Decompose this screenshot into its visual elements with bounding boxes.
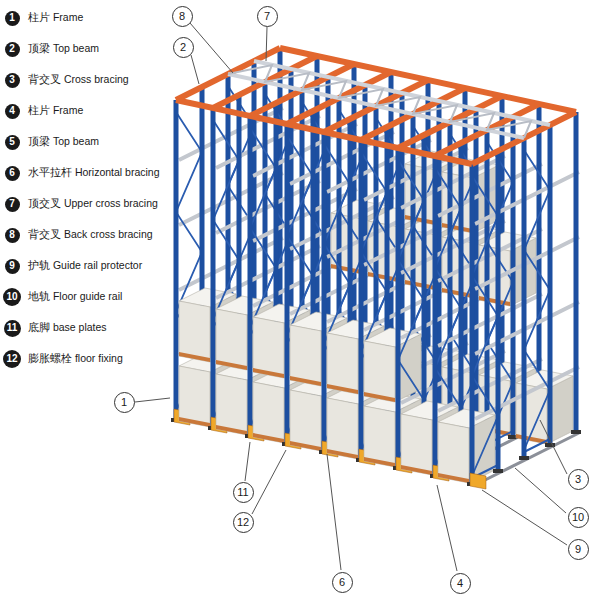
key-number: 6 bbox=[5, 166, 20, 181]
number-text: 3 bbox=[575, 474, 581, 485]
number-text: 10 bbox=[6, 292, 17, 302]
leader-line bbox=[437, 485, 457, 571]
callout-number: 2 bbox=[173, 37, 194, 58]
leader-line bbox=[190, 23, 233, 73]
callout-number: 12 bbox=[233, 512, 254, 533]
callout-number: 11 bbox=[233, 482, 254, 503]
number-text: 1 bbox=[9, 13, 15, 23]
number-text: 7 bbox=[264, 11, 270, 22]
part-name: 护轨 Guide rail protector bbox=[26, 259, 144, 272]
number-text: 8 bbox=[179, 11, 185, 22]
callout-number: 9 bbox=[568, 539, 589, 560]
key-number: 11 bbox=[4, 320, 21, 337]
pallet bbox=[438, 409, 495, 483]
number-text: 10 bbox=[572, 512, 584, 523]
number-text: 4 bbox=[9, 106, 15, 116]
number-text: 11 bbox=[237, 487, 248, 498]
leader-line bbox=[482, 490, 567, 545]
key-label: 背交叉 Cross bracing bbox=[26, 73, 131, 86]
key-label: 顶梁 Top beam bbox=[26, 135, 101, 148]
callout-number: 7 bbox=[257, 6, 278, 27]
callout-number: 1 bbox=[114, 392, 135, 413]
callout-number: 10 bbox=[568, 507, 589, 528]
number-text: 4 bbox=[457, 578, 463, 589]
callout-number: 4 bbox=[450, 573, 471, 594]
key-number: 8 bbox=[5, 228, 20, 243]
key-label: 地轨 Floor guide rail bbox=[26, 290, 124, 303]
part-name: 柱片 Frame bbox=[26, 104, 85, 117]
part-name: 地轨 Floor guide rail bbox=[26, 290, 124, 303]
leader-line bbox=[266, 27, 267, 61]
number-text: 8 bbox=[9, 230, 15, 240]
key-label: 护轨 Guide rail protector bbox=[26, 259, 144, 272]
part-name: 水平拉杆 Horizontal bracing bbox=[26, 166, 162, 179]
upper-cross-bracing bbox=[228, 65, 531, 138]
key-number: 12 bbox=[3, 350, 21, 368]
leader-line bbox=[252, 450, 286, 514]
leader-line bbox=[327, 454, 341, 570]
leader-line bbox=[245, 442, 250, 481]
key-label: 底脚 base plates bbox=[26, 321, 109, 334]
number-text: 7 bbox=[9, 199, 15, 209]
frame-line bbox=[467, 112, 581, 489]
part-name: 膨胀螺栓 floor fixing bbox=[26, 352, 125, 365]
key-number: 3 bbox=[5, 73, 20, 88]
leader-lines bbox=[135, 23, 567, 571]
number-text: 6 bbox=[9, 168, 15, 178]
rack-structure bbox=[171, 48, 581, 489]
number-text: 9 bbox=[575, 544, 581, 555]
number-text: 12 bbox=[6, 354, 17, 364]
part-name: 顶梁 Top beam bbox=[26, 42, 101, 55]
part-name: 顶梁 Top beam bbox=[26, 135, 101, 148]
key-number: 4 bbox=[5, 104, 20, 119]
callout-number: 8 bbox=[172, 6, 193, 27]
key-label: 柱片 Frame bbox=[26, 11, 85, 24]
part-name: 柱片 Frame bbox=[26, 11, 85, 24]
key-number: 2 bbox=[5, 42, 20, 57]
number-text: 3 bbox=[9, 75, 15, 85]
leader-line bbox=[135, 398, 170, 402]
key-label: 顶梁 Top beam bbox=[26, 42, 101, 55]
part-name: 顶交叉 Upper cross bracing bbox=[26, 197, 160, 210]
key-label: 顶交叉 Upper cross bracing bbox=[26, 197, 160, 210]
number-text: 5 bbox=[9, 137, 15, 147]
number-text: 9 bbox=[9, 261, 15, 271]
callout-number: 6 bbox=[332, 572, 353, 593]
top-beam bbox=[176, 100, 472, 164]
callout-number: 3 bbox=[568, 469, 589, 490]
number-text: 2 bbox=[180, 42, 186, 53]
key-number: 9 bbox=[5, 259, 20, 274]
leader-line bbox=[191, 55, 199, 84]
pallet bbox=[364, 328, 421, 402]
key-label: 柱片 Frame bbox=[26, 104, 85, 117]
key-label: 背交叉 Back cross bracing bbox=[26, 228, 155, 241]
number-text: 12 bbox=[237, 517, 249, 528]
number-text: 2 bbox=[9, 44, 15, 54]
key-number: 7 bbox=[5, 197, 20, 212]
key-number: 1 bbox=[5, 11, 20, 26]
key-number: 5 bbox=[5, 135, 20, 150]
key-number: 10 bbox=[3, 288, 21, 306]
key-label: 膨胀螺栓 floor fixing bbox=[26, 352, 125, 365]
part-name: 背交叉 Back cross bracing bbox=[26, 228, 155, 241]
top-bracing-rail bbox=[254, 61, 550, 125]
part-name: 背交叉 Cross bracing bbox=[26, 73, 131, 86]
part-name: 底脚 base plates bbox=[26, 321, 109, 334]
number-text: 1 bbox=[121, 397, 127, 408]
number-text: 11 bbox=[7, 323, 18, 333]
leader-line bbox=[540, 420, 567, 474]
top-beam bbox=[280, 48, 576, 112]
leader-line bbox=[515, 468, 566, 513]
number-text: 6 bbox=[339, 577, 345, 588]
key-label: 水平拉杆 Horizontal bracing bbox=[26, 166, 162, 179]
